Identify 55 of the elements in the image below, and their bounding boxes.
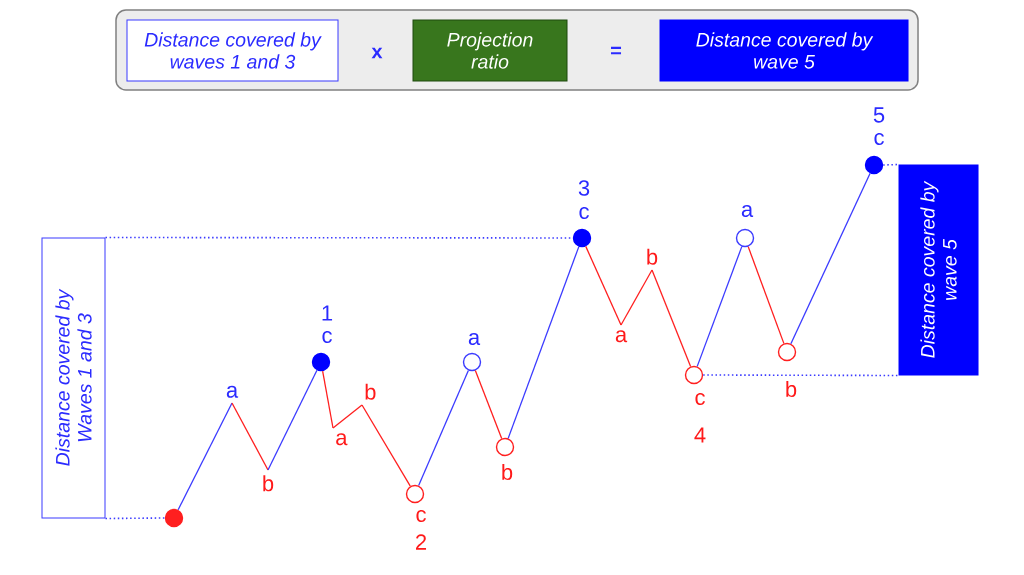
operator-sign: x (371, 47, 383, 59)
circle-marker (405, 484, 425, 504)
text-box: Distance covered by wave 5 (898, 164, 979, 376)
wave-label: 2 (416, 534, 427, 550)
wave-label: 5 (873, 107, 885, 123)
wave-line (474, 369, 503, 440)
wave-label: b (365, 383, 376, 400)
circle-marker (164, 508, 184, 528)
wave-line (332, 404, 363, 429)
wave-label: a (226, 385, 239, 398)
wave-line (231, 402, 269, 471)
circle-marker (462, 352, 482, 372)
wave-line (651, 269, 692, 368)
circle-marker (735, 228, 755, 248)
wave-label: c (322, 330, 332, 344)
wave-label: b (263, 475, 274, 492)
wave-line (696, 245, 743, 367)
circle-marker (777, 342, 797, 362)
text-box: Distance covered by waves 1 and 3 (126, 19, 339, 82)
circle-marker (572, 228, 592, 248)
wave-label: b (786, 380, 797, 398)
wave-label: 3 (578, 180, 590, 196)
dotted-line (702, 374, 900, 377)
wave-line (177, 402, 233, 511)
wave-label: b (502, 463, 513, 481)
circle-marker (311, 352, 331, 372)
wave-line (747, 246, 785, 344)
wave-label: a (615, 330, 628, 343)
operator-sign: = (611, 46, 621, 55)
wave-label: c (874, 132, 884, 145)
circle-marker (495, 437, 515, 457)
wave-label: b (647, 248, 658, 265)
circle-marker (684, 365, 704, 385)
wave-label: 4 (694, 427, 706, 443)
wave-line (790, 172, 871, 345)
wave-line (267, 369, 318, 471)
wave-line (620, 269, 653, 326)
wave-label: a (336, 433, 348, 446)
wave-line (418, 369, 469, 487)
wave-label: a (741, 204, 754, 218)
wave-line (361, 404, 411, 487)
dotted-line (882, 163, 900, 166)
text-box: Distance covered by wave 5 (659, 19, 909, 82)
wave-label: c (579, 206, 589, 220)
wave-label: c (695, 392, 705, 406)
wave-label: c (416, 509, 426, 523)
wave-label: 1 (322, 305, 333, 321)
text-box: Projection ratio (412, 19, 568, 82)
wave-label: a (468, 332, 481, 346)
circle-marker (864, 155, 884, 175)
wave-line (322, 370, 334, 429)
wave-line (507, 246, 580, 439)
dotted-line (104, 517, 166, 520)
text-box: Distance covered by Waves 1 and 3 (41, 237, 106, 519)
wave-line (585, 245, 622, 326)
